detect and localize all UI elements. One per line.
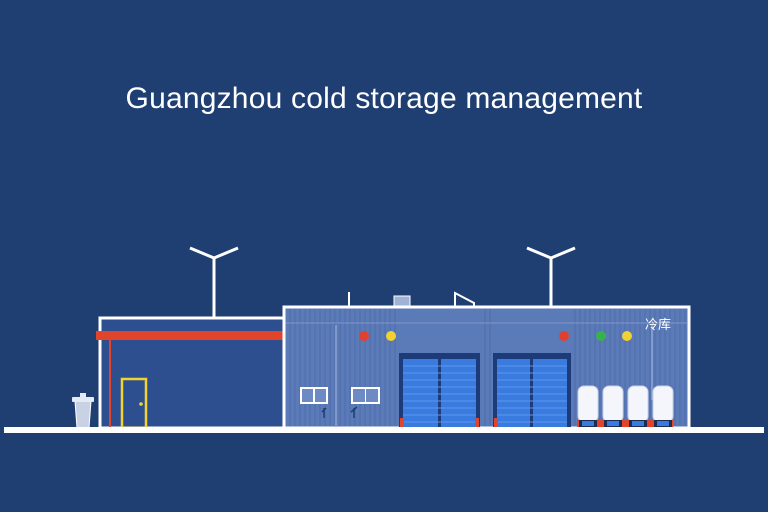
gas-cylinder-icon (627, 385, 649, 428)
indicator-yellow (622, 331, 632, 341)
building-sign: 冷库 (645, 317, 671, 333)
gas-cylinder-icon (652, 385, 674, 428)
window (300, 387, 328, 418)
trash-bin-icon (72, 393, 94, 429)
wind-turbine-icon (526, 246, 576, 308)
gas-cylinder-icon (577, 385, 599, 428)
annex-building (96, 316, 286, 430)
page-title: Guangzhou cold storage management (125, 82, 643, 115)
gas-cylinder-icon (602, 385, 624, 428)
red-stripe (96, 331, 284, 340)
indicator-yellow (386, 331, 396, 341)
gas-cylinder-rack (577, 385, 674, 428)
loading-door (493, 353, 571, 428)
indicator-red (359, 331, 369, 341)
ground-line (4, 427, 764, 433)
window (350, 387, 380, 418)
roof-equipment (348, 291, 475, 308)
loading-door (399, 353, 480, 428)
indicator-lights (359, 331, 632, 341)
indicator-green (596, 331, 606, 341)
indicator-red (559, 331, 569, 341)
wind-turbine-icon (189, 246, 239, 318)
